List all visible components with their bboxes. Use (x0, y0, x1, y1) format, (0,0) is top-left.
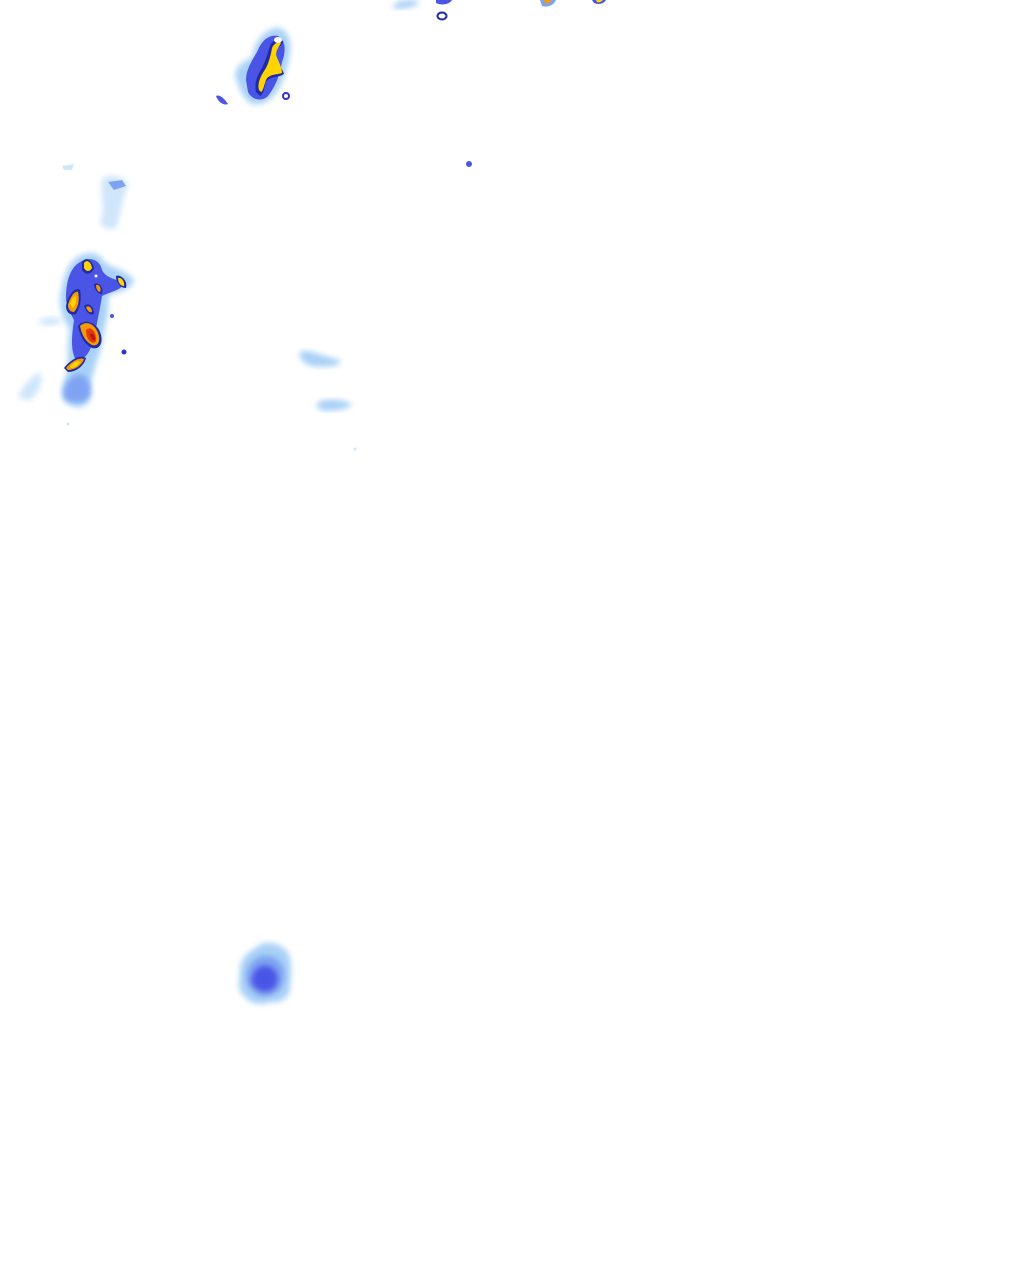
storm-cell-west (60, 253, 134, 408)
storm-cell-north-central (216, 27, 291, 105)
rain-cell-south (238, 942, 292, 1004)
storm-cell-top-edge (392, 0, 606, 167)
light-rain-patches (18, 164, 357, 451)
